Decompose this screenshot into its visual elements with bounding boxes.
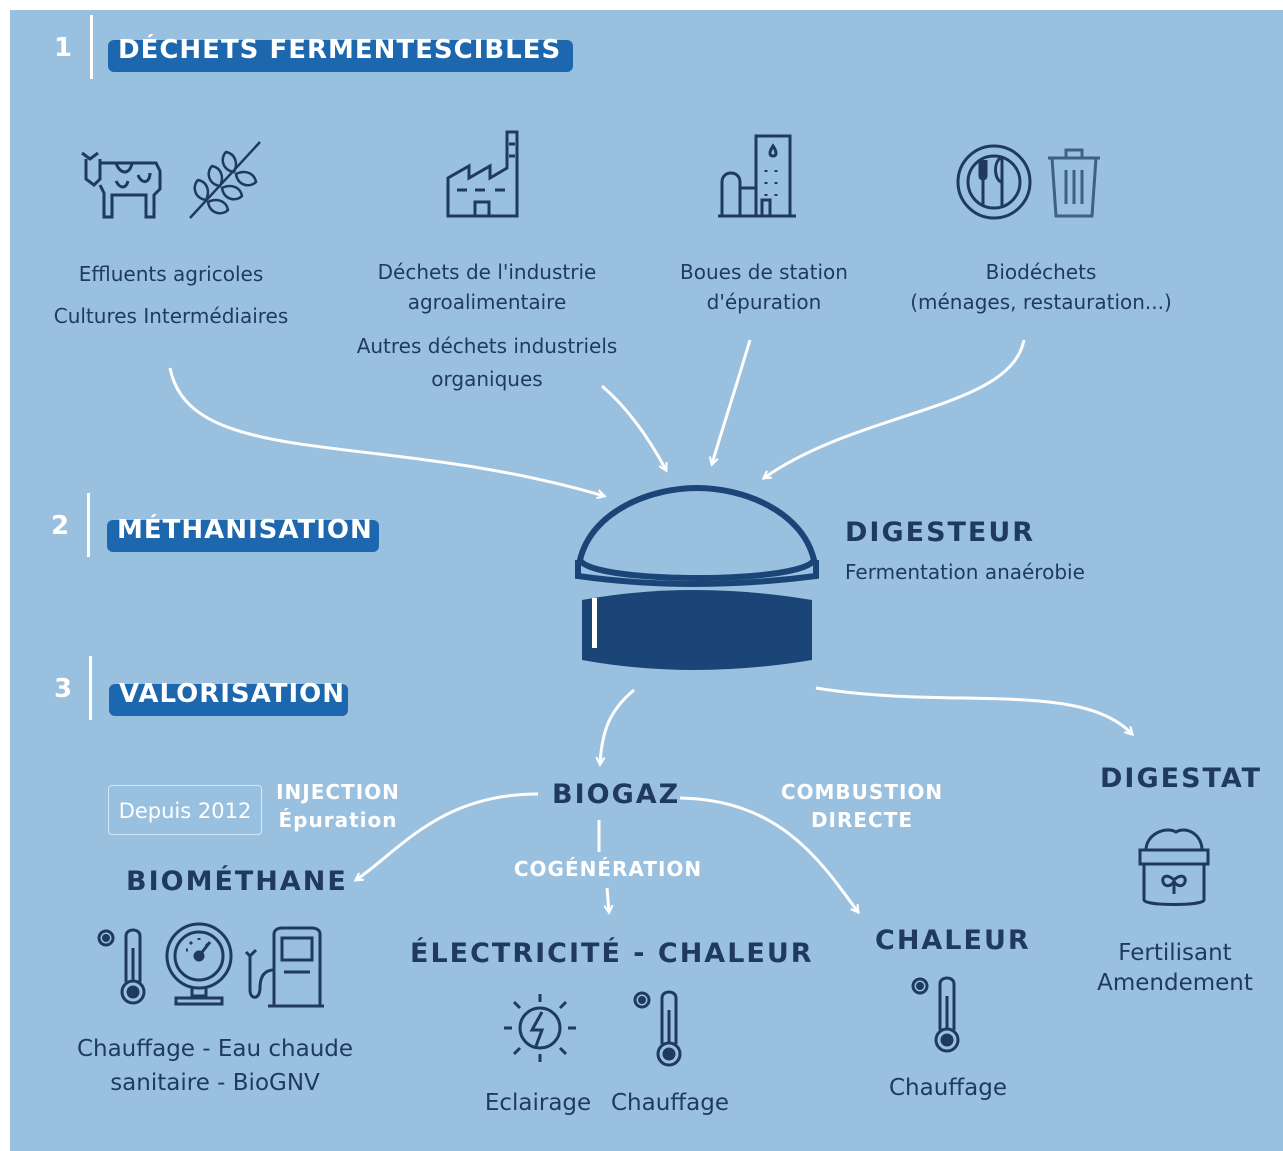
step-2-divider	[87, 493, 90, 557]
cogeneration-label: COGÉNÉRATION	[513, 857, 703, 881]
biogaz-label: BIOGAZ	[552, 779, 681, 810]
chaleur-use: Chauffage	[889, 1075, 1007, 1101]
step-1-banner: DÉCHETS FERMENTESCIBLES	[108, 35, 573, 72]
treatment-plant-icon	[718, 134, 796, 218]
step-2-number: 2	[51, 511, 70, 541]
source-bio-line-1: Biodéchets	[985, 260, 1097, 284]
step-1-number: 1	[54, 33, 73, 63]
step-2-banner: MÉTHANISATION	[107, 515, 379, 552]
arrow-industry-to-digester	[601, 384, 666, 470]
step-1-divider	[90, 15, 93, 79]
arrow-biogaz-to-elec	[607, 887, 609, 912]
digester-tank-icon	[575, 484, 819, 670]
thermometer-icon	[97, 928, 146, 1005]
fertilizer-bag-icon	[1138, 828, 1210, 906]
digester-subtitle: Fermentation anaérobie	[845, 560, 1085, 584]
lightbulb-icon	[504, 994, 576, 1062]
step-2-title: MÉTHANISATION	[117, 515, 373, 545]
plate-cutlery-icon	[956, 144, 1032, 220]
directe-label: DIRECTE	[810, 808, 914, 832]
combustion-label: COMBUSTION	[780, 780, 944, 804]
elec-title: ÉLECTRICITÉ - CHALEUR	[410, 938, 814, 969]
factory-icon	[446, 130, 519, 218]
biomethane-use-line-2: sanitaire - BioGNV	[110, 1070, 320, 1096]
biomethane-title: BIOMÉTHANE	[126, 866, 348, 897]
thermometer-icon	[633, 990, 682, 1067]
step-3-divider	[89, 656, 92, 720]
source-industry-line-4: organiques	[431, 367, 543, 391]
digestat-title: DIGESTAT	[1100, 763, 1263, 794]
arrow-bio-to-digester	[764, 339, 1026, 478]
cow-icon	[81, 151, 162, 219]
epuration-label: Épuration	[278, 808, 398, 832]
arrow-digester-to-biogaz	[600, 688, 635, 764]
source-industry-line-1: Déchets de l'industrie	[377, 260, 597, 284]
since-2012-badge: Depuis 2012	[108, 785, 262, 835]
pressure-gauge-icon	[165, 922, 233, 1006]
digestat-use-line-2: Amendement	[1097, 970, 1253, 996]
digestat-use-line-1: Fertilisant	[1118, 940, 1232, 966]
arrow-station-to-digester	[712, 339, 752, 464]
source-agri-line-2: Cultures Intermédiaires	[53, 304, 289, 328]
source-bio-line-2: (ménages, restauration...)	[910, 290, 1172, 314]
source-industry-line-2: agroalimentaire	[407, 290, 567, 314]
trash-bin-icon	[1048, 148, 1100, 218]
step-3-number: 3	[54, 674, 73, 704]
source-station-line-2: d'épuration	[706, 290, 822, 314]
source-industry-line-3: Autres déchets industriels	[356, 334, 618, 358]
thermometer-icon	[911, 976, 960, 1053]
source-station-line-1: Boues de station	[680, 260, 848, 284]
biomethane-use-line-1: Chauffage - Eau chaude	[76, 1036, 354, 1062]
source-agri-line-1: Effluents agricoles	[78, 262, 264, 286]
fuel-pump-icon	[244, 926, 324, 1008]
step-3-banner: VALORISATION	[109, 679, 348, 716]
elec-use-chauffage: Chauffage	[611, 1090, 729, 1116]
chaleur-title: CHALEUR	[875, 925, 1031, 956]
elec-use-eclairage: Eclairage	[484, 1090, 592, 1116]
injection-label: INJECTION	[276, 780, 400, 804]
arrow-digester-to-digestat	[815, 686, 1132, 734]
wheat-icon	[189, 141, 261, 219]
step-3-title: VALORISATION	[119, 679, 346, 709]
arrow-biogaz-to-chaleur	[679, 796, 858, 912]
arrow-biogaz-to-biomethane	[356, 792, 539, 880]
arrow-agri-to-digester	[168, 367, 604, 496]
digester-title: DIGESTEUR	[845, 517, 1036, 548]
step-1-title: DÉCHETS FERMENTESCIBLES	[118, 35, 562, 65]
